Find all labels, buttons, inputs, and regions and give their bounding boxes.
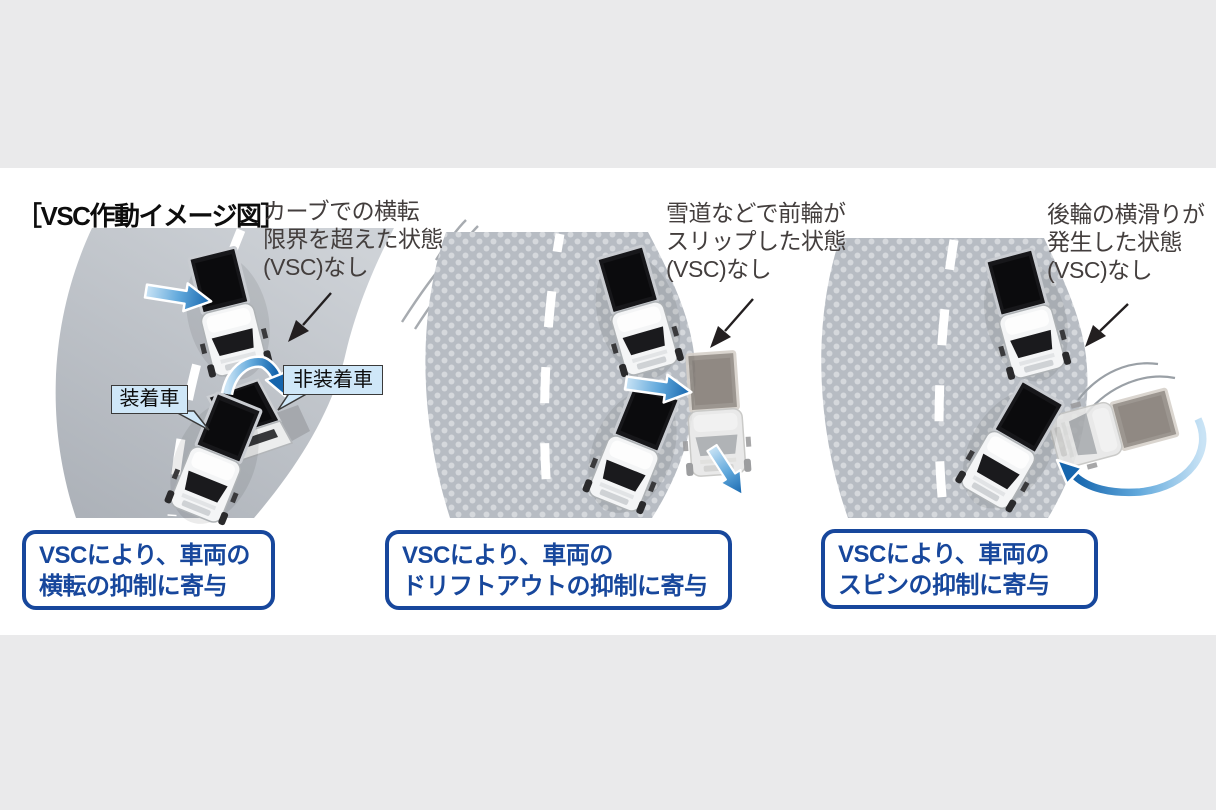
- road-center-line: [934, 239, 959, 517]
- rollover-arrow-icon: [220, 355, 288, 398]
- result-line: VSCにより、車両の: [838, 541, 1049, 568]
- caption-rollover: カーブでの横転 限界を超えた状態 (VSC)なし: [263, 197, 444, 281]
- pointer-arrow-icon: [710, 298, 754, 348]
- caption-line: 発生した状態: [1047, 229, 1182, 255]
- caption-line: (VSC)なし: [263, 254, 369, 280]
- bottom-background-band: [0, 635, 1216, 810]
- diagram-title: ［VSC作動イメージ図］: [16, 201, 286, 231]
- result-line: VSCにより、車両の: [39, 542, 250, 569]
- spin-arrow-icon: [1055, 416, 1209, 499]
- road-center-line: [540, 233, 565, 517]
- caption-line: スリップした状態: [666, 228, 847, 254]
- caption-line: 後輪の横滑りが: [1047, 201, 1205, 227]
- panel-spin-scene: [821, 238, 1209, 527]
- caption-drift-out: 雪道などで前輪が スリップした状態 (VSC)なし: [666, 199, 847, 283]
- result-line: ドリフトアウトの抑制に寄与: [402, 573, 708, 600]
- equipped-vehicle-label: 装着車: [111, 385, 188, 414]
- result-line: 横転の抑制に寄与: [39, 573, 228, 600]
- caption-line: (VSC)なし: [666, 256, 772, 282]
- pointer-arrow-icon: [1085, 303, 1129, 347]
- non-equipped-vehicle-label: 非装着車: [283, 365, 383, 395]
- caption-line: 雪道などで前輪が: [666, 200, 846, 226]
- caption-line: (VSC)なし: [1047, 257, 1153, 283]
- caption-line: カーブでの横転: [263, 198, 420, 224]
- panel-drift-out-scene: [425, 232, 755, 528]
- result-box-drift-out: VSCにより、車両の ドリフトアウトの抑制に寄与: [385, 530, 732, 610]
- top-background-band: [0, 0, 1216, 168]
- caption-line: 限界を超えた状態: [263, 226, 444, 252]
- panel-rollover-scene: [55, 219, 479, 539]
- pointer-arrow-icon: [288, 292, 332, 342]
- result-box-spin: VSCにより、車両の スピンの抑制に寄与: [821, 529, 1098, 609]
- result-box-rollover: VSCにより、車両の 横転の抑制に寄与: [22, 530, 275, 610]
- road-center-line: [167, 228, 246, 517]
- result-line: スピンの抑制に寄与: [838, 572, 1050, 599]
- caption-spin: 後輪の横滑りが 発生した状態 (VSC)なし: [1047, 200, 1205, 284]
- result-line: VSCにより、車両の: [402, 542, 613, 569]
